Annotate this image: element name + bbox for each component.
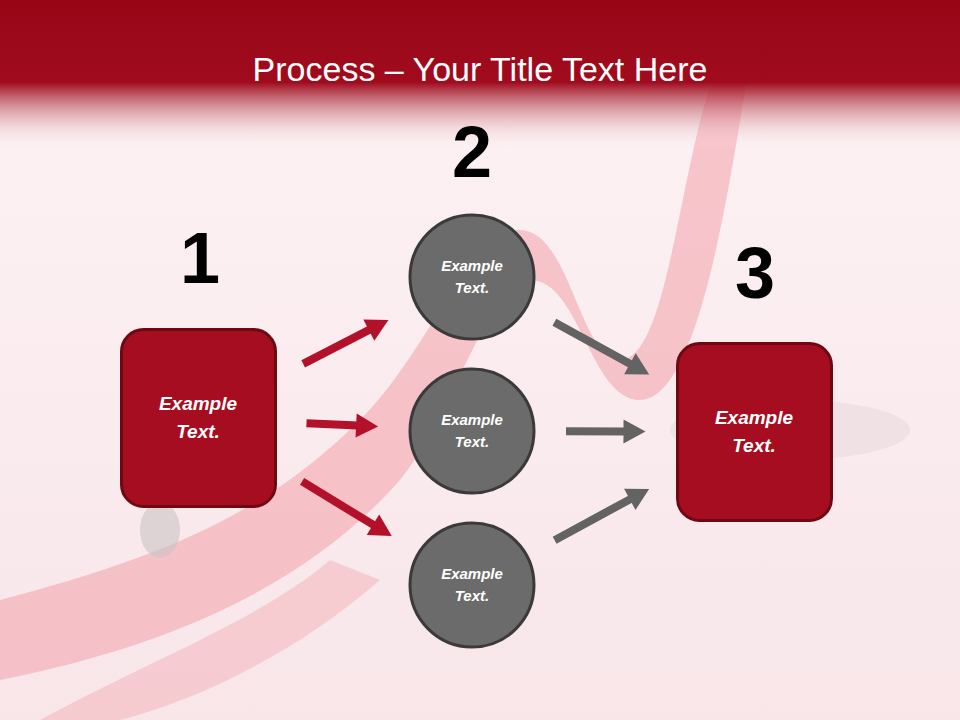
flow-arrow bbox=[554, 322, 649, 374]
arrow-head bbox=[623, 420, 645, 444]
process-circle: Example Text. bbox=[408, 521, 536, 649]
arrow-shaft bbox=[303, 329, 370, 364]
arrow-head bbox=[624, 489, 649, 510]
flow-arrow bbox=[303, 319, 388, 363]
node-text: Example Text. bbox=[691, 404, 818, 461]
circle-outline bbox=[408, 213, 536, 341]
node-text: Example Text. bbox=[135, 390, 262, 447]
slide-title: Process – Your Title Text Here bbox=[0, 50, 960, 89]
process-circle: Example Text. bbox=[408, 213, 536, 341]
arrow-head bbox=[624, 353, 649, 374]
arrow-shaft bbox=[555, 498, 632, 540]
node-text: Example Text. bbox=[432, 563, 511, 608]
node-text: Example Text. bbox=[432, 255, 511, 300]
circle-outline bbox=[408, 367, 536, 495]
step-number: 1 bbox=[180, 222, 220, 294]
arrow-head bbox=[367, 514, 392, 536]
arrow-shaft bbox=[554, 322, 631, 364]
flow-arrow bbox=[566, 420, 646, 444]
arrow-head bbox=[356, 414, 379, 438]
arrow-shaft bbox=[566, 427, 626, 435]
step-number: 3 bbox=[735, 237, 775, 309]
node-text: Example Text. bbox=[432, 409, 511, 454]
flow-arrow bbox=[302, 481, 392, 536]
arrow-shaft bbox=[306, 423, 358, 425]
box-outline bbox=[120, 328, 277, 508]
arrow-shaft bbox=[302, 481, 375, 525]
arrow-head bbox=[363, 319, 388, 340]
flow-arrow bbox=[555, 489, 650, 540]
process-box: Example Text. bbox=[676, 342, 833, 522]
process-circle: Example Text. bbox=[408, 367, 536, 495]
step-number: 2 bbox=[452, 116, 492, 188]
flow-arrow bbox=[306, 414, 378, 438]
circle-outline bbox=[408, 521, 536, 649]
process-box: Example Text. bbox=[120, 328, 277, 508]
box-outline bbox=[676, 342, 833, 522]
